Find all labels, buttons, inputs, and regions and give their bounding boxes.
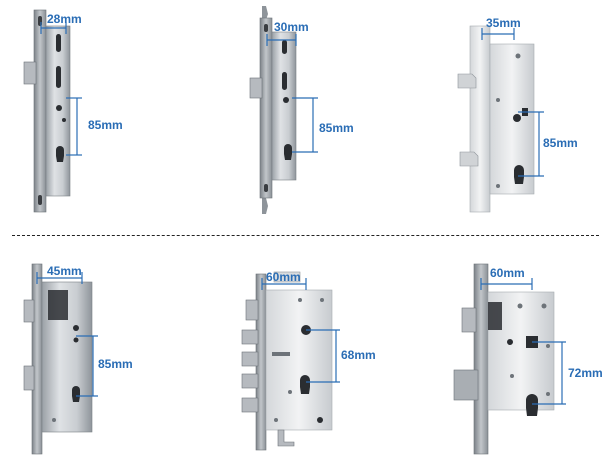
lock-3-center-distance-label: 85mm: [543, 136, 578, 150]
lock-4-center-distance-label: 85mm: [98, 357, 133, 371]
lock-2-center-distance-label: 85mm: [319, 121, 354, 135]
lock-6-backset-label: 60mm: [490, 266, 525, 280]
lock-body-6: [453, 263, 555, 455]
lock-1-center-distance-label: 85mm: [88, 118, 123, 132]
lock-2-backset-label: 30mm: [274, 20, 309, 34]
lock-body-2: [249, 6, 297, 214]
lock-1-backset-label: 28mm: [47, 12, 82, 26]
lock-3-backset-label: 35mm: [486, 16, 521, 30]
dimension-lines-2: [266, 34, 318, 153]
lock-body-1: [23, 9, 71, 213]
lock-body-3: [457, 25, 535, 213]
dimension-lines-1: [40, 22, 82, 156]
dimension-lines-6: [480, 278, 566, 405]
dimension-lines-4: [36, 272, 98, 397]
lock-body-5: [241, 271, 333, 451]
dimension-lines-5: [261, 278, 340, 383]
lock-body-4: [23, 263, 93, 455]
dimension-lines-3: [481, 28, 544, 177]
section-divider: [12, 235, 599, 236]
lock-5-backset-label: 60mm: [266, 270, 301, 284]
lock-4-backset-label: 45mm: [47, 264, 82, 278]
lock-6-center-distance-label: 72mm: [568, 366, 603, 380]
lock-5-center-distance-label: 68mm: [341, 348, 376, 362]
